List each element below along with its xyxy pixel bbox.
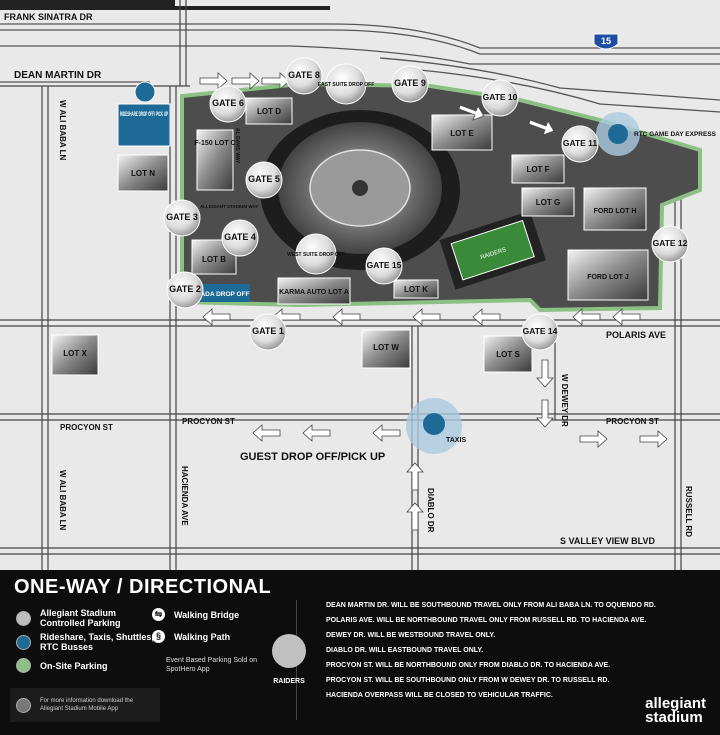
lot-b-label: LOT B: [202, 255, 226, 264]
lot-k-label: LOT K: [404, 285, 428, 294]
label-ali-baba-top: W ALI BABA LN: [58, 100, 67, 161]
legend-onsite-label: On-Site Parking: [40, 660, 108, 671]
label-ali-baba-bottom: W ALI BABA LN: [58, 470, 67, 531]
legend-item-controlled: Allegiant Stadium Controlled Parking: [16, 608, 160, 628]
gate-3: GATE 3: [166, 212, 198, 222]
label-dewey: W DEWEY DR: [560, 374, 569, 427]
legend-item-onsite: On-Site Parking: [16, 658, 108, 673]
gate-6: GATE 6: [212, 98, 244, 108]
rideshare-dot-icon: [16, 634, 31, 650]
taxi-icon: [423, 413, 445, 435]
rule-item: PROCYON ST. WILL BE SOUTHBOUND ONLY FROM…: [326, 677, 610, 684]
label-al-davis: AL DAVIS WAY: [234, 128, 240, 164]
interstate-label: 15: [601, 36, 611, 46]
gate-10: GATE 10: [483, 92, 518, 102]
gate-11: GATE 11: [563, 138, 598, 148]
rule-item: DEAN MARTIN DR. WILL BE SOUTHBOUND TRAVE…: [326, 602, 656, 609]
gate-12: GATE 12: [653, 238, 688, 248]
legend-title: ONE-WAY / DIRECTIONAL: [14, 576, 272, 598]
field-building: RAIDERS: [439, 210, 546, 290]
legend-controlled-label: Allegiant Stadium Controlled Parking: [40, 608, 121, 628]
label-procyon-right: PROCYON ST: [606, 417, 659, 426]
lot-g-label: LOT G: [536, 198, 560, 207]
lot-d-label: LOT D: [257, 107, 281, 116]
stadium-map: RAIDERS LOT D F-150 LOT C LOT E LOT F LO…: [0, 0, 720, 570]
lot-c-label: F-150 LOT C: [194, 140, 235, 147]
label-valley-view: S VALLEY VIEW BLVD: [560, 536, 656, 546]
road-labels: FRANK SINATRA DR DEAN MARTIN DR W ALI BA…: [4, 12, 693, 546]
west-suite-drop: WEST SUITE DROP OFF: [287, 252, 345, 258]
freeway-lines: [0, 23, 720, 113]
label-hacienda: HACIENDA AVE: [180, 466, 189, 526]
controlled-parking-icon: [16, 610, 31, 626]
label-polaris: POLARIS AVE: [606, 330, 666, 340]
gate-15: GATE 15: [367, 260, 402, 270]
brand-top: allegiant: [645, 695, 706, 712]
label-procyon-left: PROCYON ST: [60, 423, 113, 432]
legend-panel: ONE-WAY / DIRECTIONAL Allegiant Stadium …: [0, 570, 720, 735]
rule-item: DIABLO DR. WILL EASTBOUND TRAVEL ONLY.: [326, 647, 484, 654]
label-stadium-way: ALLEGIANT STADIUM WAY: [200, 204, 258, 209]
app-banner: For more information download the Allegi…: [10, 688, 160, 722]
gate-9: GATE 9: [394, 78, 426, 88]
gate-4: GATE 4: [224, 232, 256, 242]
rule-item: DEWEY DR. WILL BE WESTBOUND TRAVEL ONLY.: [326, 632, 496, 639]
spothero-note: Event Based Parking Sold on SpotHero App: [166, 657, 258, 673]
raiders-logo-block: RAIDERS: [266, 634, 312, 688]
lots: LOT D F-150 LOT C LOT E LOT F LOT G FORD…: [51, 97, 649, 376]
legend-walk-path: § Walking Path: [152, 630, 230, 643]
lot-j-label: FORD LOT J: [587, 274, 629, 281]
lot-w-label: LOT W: [373, 343, 399, 352]
walk-path-label: Walking Path: [174, 631, 231, 642]
rule-item: PROCYON ST. WILL BE NORTHBOUND ONLY FROM…: [326, 662, 611, 669]
legend-item-rideshare: Rideshare, Taxis, Shuttles, RTC Busses: [16, 632, 160, 652]
walk-bridge-label: Walking Bridge: [174, 609, 240, 620]
lot-h-label: FORD LOT H: [594, 208, 637, 215]
ada-label: ADA DROP OFF: [200, 291, 249, 298]
lot-x-label: LOT X: [63, 349, 87, 358]
lot-a-label: KARMA AUTO LOT A: [279, 289, 349, 296]
walking-path-icon: §: [152, 630, 165, 643]
traffic-rules: DEAN MARTIN DR. WILL BE SOUTHBOUND TRAVE…: [326, 598, 706, 703]
car-icon: [134, 81, 156, 103]
app-text: For more information download the Allegi…: [40, 698, 134, 712]
gate-5: GATE 5: [248, 174, 280, 184]
raiders-shield-icon: [16, 697, 31, 713]
raiders-text: RAIDERS: [273, 678, 305, 685]
ada-badge: [200, 284, 250, 302]
rideshare-label: RIDESHARE DROP OFF/ PICK UP: [120, 111, 168, 118]
lot-n-label: LOT N: [131, 169, 155, 178]
label-russell: RUSSELL RD: [684, 486, 693, 537]
allegiant-logo: allegiant stadium: [645, 695, 706, 726]
lot-e-label: LOT E: [450, 129, 474, 138]
label-guest-drop: GUEST DROP OFF/PICK UP: [240, 451, 385, 463]
interstate-shield-icon: [593, 33, 619, 50]
rule-item: POLARIS AVE. WILL BE NORTHBOUND TRAVEL O…: [326, 617, 647, 624]
gate-14: GATE 14: [523, 326, 558, 336]
onsite-dot-icon: [16, 658, 31, 673]
gate-8: GATE 8: [288, 70, 320, 80]
east-suite-drop: EAST SUITE DROP OFF: [318, 82, 375, 88]
label-frank-sinatra: FRANK SINATRA DR: [4, 12, 93, 22]
label-procyon-mid: PROCYON ST: [182, 417, 235, 426]
rtc-label: RTC GAME DAY EXPRESS: [634, 131, 717, 138]
rideshare-badge: [117, 103, 171, 147]
legend-rideshare-label: Rideshare, Taxis, Shuttles, RTC Busses: [40, 632, 154, 652]
brand-bottom: stadium: [645, 709, 703, 726]
gate-1: GATE 1: [252, 326, 284, 336]
gate-2: GATE 2: [169, 284, 201, 294]
raiders-logo-icon: [272, 634, 306, 668]
rule-item: HACIENDA OVERPASS WILL BE CLOSED TO VEHI…: [326, 692, 553, 699]
raiders-logo-icon: [352, 180, 368, 196]
lot-s-label: LOT S: [496, 350, 520, 359]
label-dean-martin: DEAN MARTIN DR: [14, 70, 102, 81]
legend-walk-bridge: ⇋ Walking Bridge: [152, 608, 239, 621]
label-diablo: DIABLO DR: [426, 488, 435, 533]
bus-icon: [608, 124, 628, 144]
taxi-label: TAXIS: [446, 437, 466, 444]
lot-f-label: LOT F: [526, 165, 549, 174]
gates: GATE 1 GATE 2 GATE 3 GATE 4 GATE 5 GATE …: [163, 57, 689, 351]
walking-bridge-icon: ⇋: [152, 608, 165, 621]
